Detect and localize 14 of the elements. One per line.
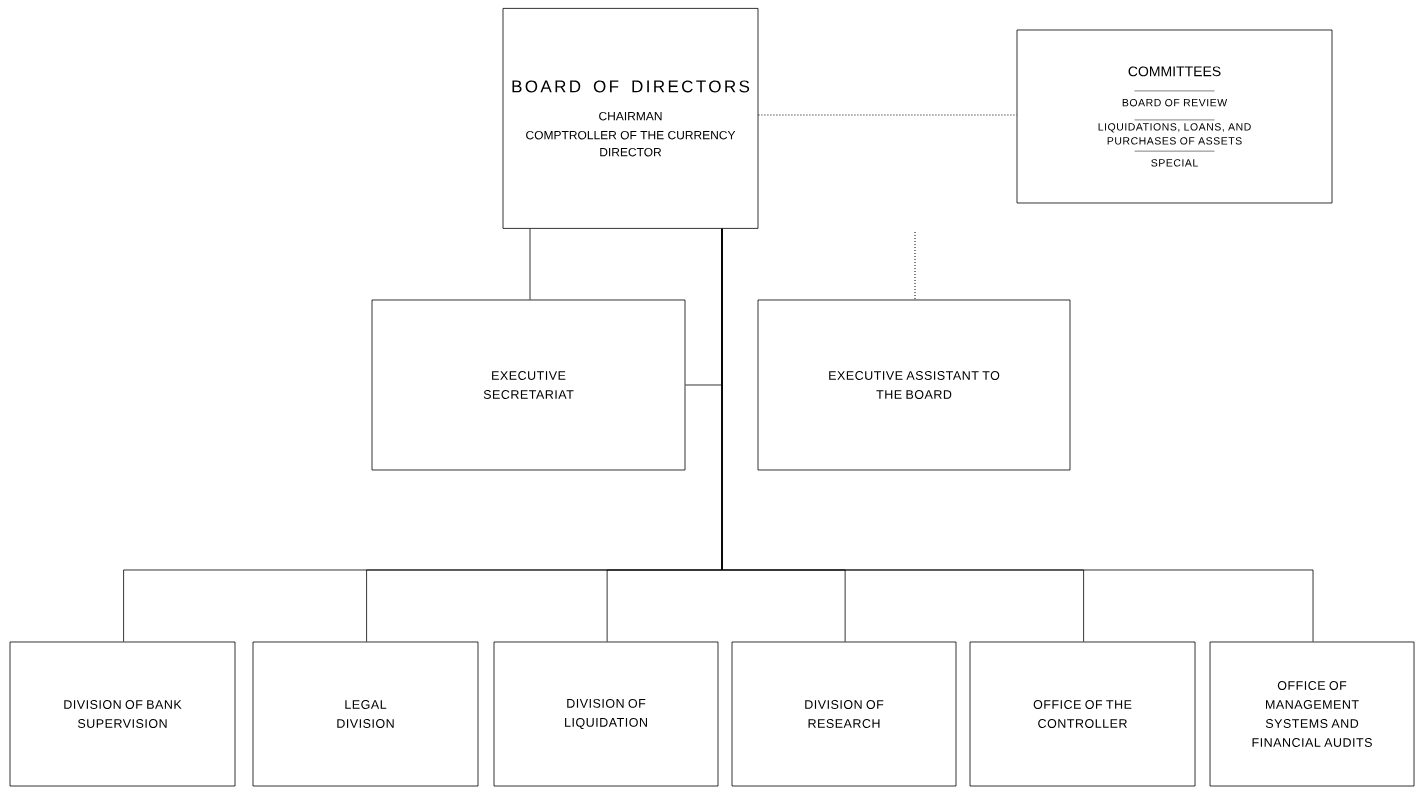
committees-box: COMMITTEES BOARD OF REVIEW LIQUIDATIONS, LOANS, AND PURCHASES OF ASSETS SPECIAL <box>1016 29 1333 204</box>
unit-box: DIVISION OF LIQUIDATION <box>493 641 719 787</box>
unit-box: DIVISION OF BANK SUPERVISION <box>9 641 236 787</box>
connector-line <box>721 228 1314 642</box>
unit-box: LEGAL DIVISION <box>252 641 479 787</box>
board-box: BOARD OF DIRECTORS CHAIRMAN COMPTROLLER OF THE CURRENCY DIRECTOR <box>502 8 759 229</box>
unit-box: EXECUTIVE SECRETARIAT <box>371 299 686 471</box>
dotted-connector <box>914 231 916 301</box>
unit-box: OFFICE OF MANAGEMENT SYSTEMS AND FINANCIAL AUDITS <box>1209 641 1415 787</box>
connector-line <box>529 228 531 300</box>
dotted-connector <box>757 114 1018 116</box>
unit-box: DIVISION OF RESEARCH <box>731 641 957 787</box>
unit-box: EXECUTIVE ASSISTANT TO THE BOARD <box>757 299 1071 471</box>
unit-box: OFFICE OF THE CONTROLLER <box>969 641 1196 787</box>
